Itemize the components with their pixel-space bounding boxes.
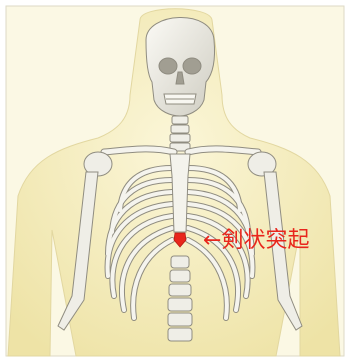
cervical-spine (170, 116, 190, 151)
xiphoid-process-label: ←剣状突起 (203, 228, 309, 254)
label-text: 剣状突起 (221, 228, 309, 253)
left-arrow-icon: ← (203, 228, 221, 253)
